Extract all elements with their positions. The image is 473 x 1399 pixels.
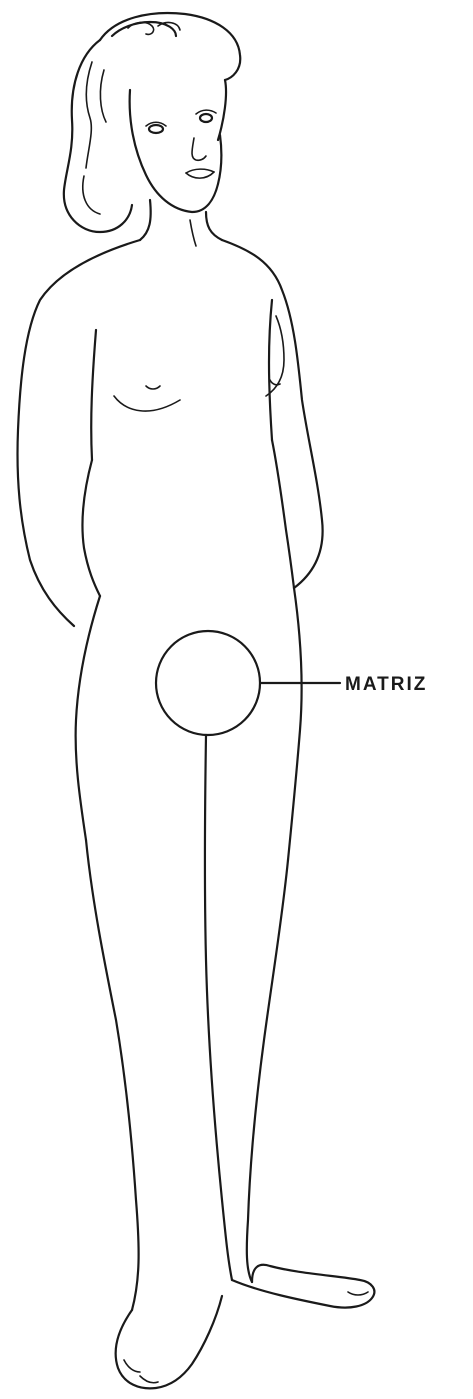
legs [86,735,374,1388]
uterus-circle [156,631,260,735]
uterus-marker [156,631,340,735]
uterus-label: MATRIZ [345,674,427,696]
face [130,90,222,212]
torso [18,200,323,860]
